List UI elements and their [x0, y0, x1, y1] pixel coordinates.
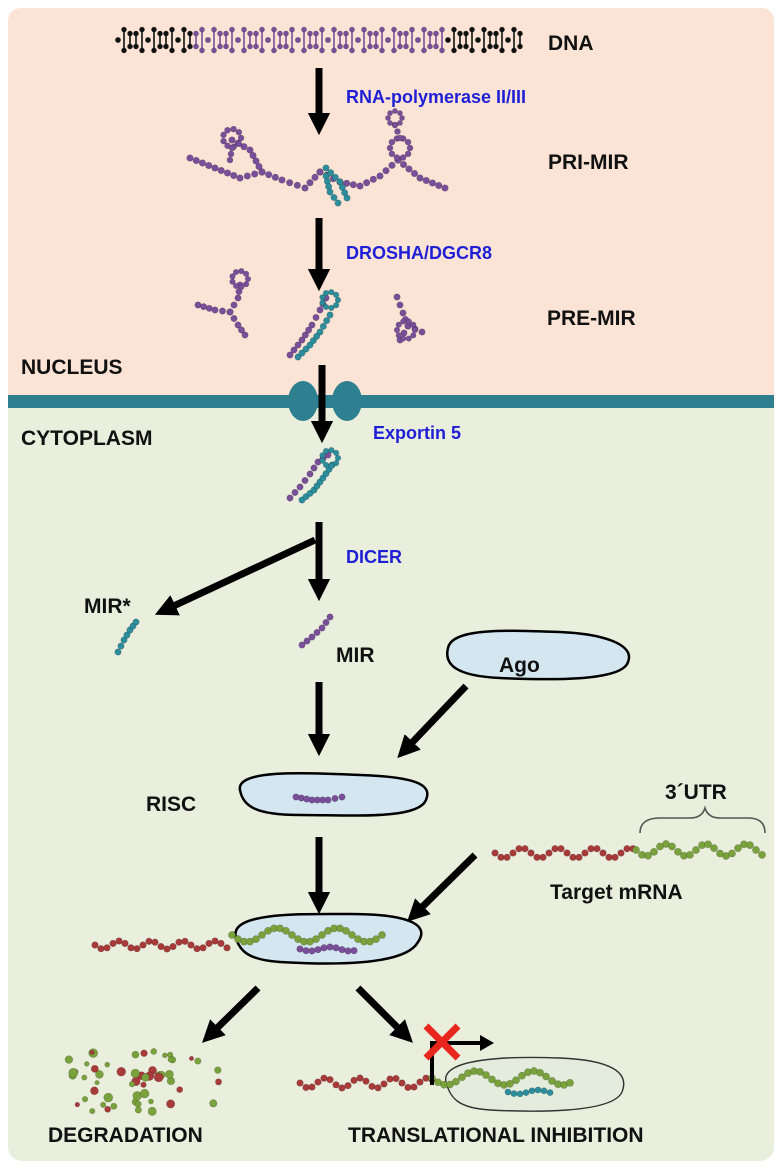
utr-label: 3´UTR [665, 781, 727, 804]
nucleus-label: NUCLEUS [21, 356, 123, 379]
blocked-translation-icon [423, 1023, 494, 1085]
degradation-fragments [64, 1048, 222, 1116]
risc-loaded-mir [292, 793, 346, 804]
pre-mir-molecules [194, 268, 426, 361]
translational-inhibition-label: TRANSLATIONAL INHIBITION [348, 1124, 644, 1147]
ago-label: Ago [499, 654, 540, 677]
nuclear-membrane [8, 381, 774, 421]
target-mrna [491, 840, 766, 861]
drosha-label: DROSHA/DGCR8 [346, 243, 493, 263]
risc-label: RISC [146, 793, 197, 816]
pre-mir-label: PRE-MIR [547, 307, 636, 330]
dicer-label: DICER [346, 547, 403, 567]
exportin-label: Exportin 5 [373, 423, 462, 443]
mature-mir-strand [298, 613, 334, 649]
ago-protein [446, 629, 631, 681]
cytoplasm-label: CYTOPLASM [21, 427, 153, 450]
pathway-arrows [154, 68, 478, 1043]
rna-polymerase-label: RNA-polymerase II/III [346, 87, 527, 107]
arrow-ago-to-risc [397, 683, 469, 759]
arrow-to-degradation [201, 985, 261, 1043]
arrow-dicer-mir-star [154, 536, 317, 616]
nucleus-region [8, 8, 774, 402]
bound-mrna [91, 924, 386, 955]
arrow-target-to-complex [407, 852, 478, 922]
target-mrna-label: Target mRNA [550, 881, 683, 904]
arrow-to-inhibition [355, 985, 413, 1043]
degradation-label: DEGRADATION [48, 1124, 203, 1147]
pri-mir-molecule [186, 108, 449, 207]
ribosome-complex [445, 1056, 625, 1112]
risc-target-complex [234, 912, 423, 965]
utr-brace [639, 805, 766, 834]
inhibited-mrna [296, 1067, 574, 1098]
risc-complex [238, 771, 429, 817]
dna-helix [115, 26, 523, 54]
exported-pre-mir [286, 447, 342, 504]
pri-mir-label: PRI-MIR [548, 151, 629, 174]
dna-label: DNA [548, 32, 594, 55]
mir-star-label: MIR* [84, 595, 131, 618]
mir-label: MIR [336, 644, 375, 667]
nuclear-pore-left [288, 381, 318, 421]
nuclear-pore-right [332, 381, 362, 421]
mir-star-strand [114, 618, 140, 656]
